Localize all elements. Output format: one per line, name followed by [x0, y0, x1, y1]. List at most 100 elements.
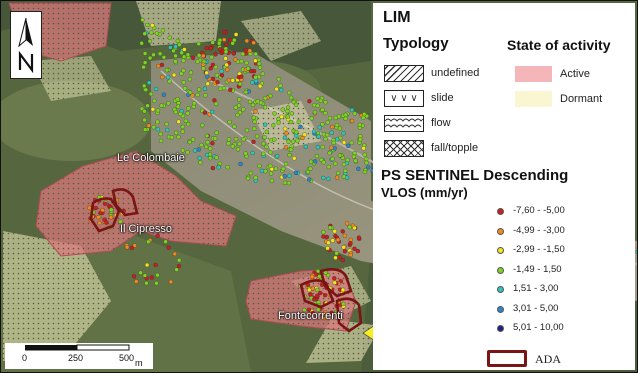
ps-point: [298, 124, 303, 129]
ps-class-label: -2,99 - -1,50: [513, 244, 565, 255]
ps-point: [212, 98, 217, 103]
ps-point: [235, 147, 241, 152]
ps-point: [173, 109, 178, 115]
ps-point: [239, 59, 244, 64]
ps-point: [132, 243, 137, 248]
ps-point: [349, 107, 355, 113]
typology-title: Typology: [383, 35, 449, 52]
ps-point: [161, 55, 167, 60]
ps-point: [187, 90, 193, 95]
ps-point: [131, 274, 137, 279]
ps-point: [289, 111, 294, 116]
ps-point: [219, 69, 224, 74]
ps-point: [213, 64, 218, 70]
ps-point: [102, 201, 108, 206]
ps-point: [165, 127, 170, 133]
ps-point: [253, 75, 258, 80]
ps-point: [142, 60, 148, 65]
ps-point: [182, 47, 187, 52]
ps-point: [345, 157, 350, 163]
ps-point: [145, 103, 150, 108]
ps-point: [142, 117, 147, 123]
ps-point: [257, 163, 262, 169]
ps-point: [252, 126, 257, 131]
ps-point: [204, 45, 209, 51]
ps-point: [151, 52, 156, 57]
ps-point: [268, 150, 273, 155]
ps-point: [230, 144, 235, 149]
ps-point: [201, 62, 206, 67]
ps-point: [294, 129, 299, 135]
ps-point: [326, 176, 331, 181]
ps-point: [138, 270, 143, 275]
state-swatch-active: [515, 66, 552, 82]
ps-point: [307, 99, 312, 104]
ps-point: [143, 87, 148, 92]
ps-point: [146, 123, 151, 128]
ps-point: [180, 129, 185, 134]
ps-point: [219, 73, 225, 78]
ps-point: [223, 56, 228, 61]
ps-point: [281, 166, 286, 171]
ps-point: [181, 54, 187, 59]
ps-point: [362, 169, 368, 175]
ps-point: [181, 80, 186, 85]
ps-point: [210, 62, 216, 68]
ps-point: [227, 119, 232, 125]
ps-point: [175, 38, 180, 44]
north-arrow-icon: [10, 11, 42, 79]
ps-point: [241, 137, 246, 142]
ps-point: [346, 143, 351, 148]
ada-swatch: [487, 350, 527, 367]
ps-point: [329, 130, 334, 135]
ps-point: [253, 51, 258, 57]
ps-point: [169, 135, 174, 140]
ps-point: [109, 207, 114, 212]
ps-point: [181, 58, 186, 63]
ps-point: [262, 135, 267, 140]
ps-point: [273, 166, 279, 171]
typology-swatch-flow: [384, 115, 424, 132]
ps-point: [144, 280, 149, 286]
state-label-dormant: Dormant: [560, 93, 603, 105]
place-label-il-cipresso: Il Cipresso: [120, 223, 172, 235]
ps-point: [285, 114, 290, 119]
ps-point: [315, 293, 320, 298]
ps-class-label: 5,01 - 10,00: [513, 322, 564, 333]
ps-point: [190, 137, 196, 142]
ps-point: [209, 55, 214, 60]
ps-point: [275, 154, 280, 159]
ada-areas: [89, 188, 363, 333]
ps-point: [357, 122, 362, 127]
ps-point: [356, 166, 361, 171]
ps-point: [321, 230, 326, 235]
ps-point: [97, 220, 102, 226]
ps-point: [325, 246, 330, 251]
ps-point: [333, 115, 338, 121]
ps-point: [282, 180, 288, 185]
ps-point: [223, 49, 229, 54]
ps-point: [287, 90, 292, 95]
ps-point: [139, 41, 144, 46]
ps-point: [283, 144, 289, 150]
lim-legend: LIM Typology State of activity undefined…: [373, 3, 635, 163]
ps-point: [232, 124, 237, 129]
ps-point: [156, 63, 161, 69]
ps-point: [316, 307, 321, 312]
ps-point: [226, 137, 232, 142]
ps-point: [180, 148, 186, 153]
ps-point: [196, 41, 201, 46]
ps-point: [279, 114, 284, 119]
ps-point: [327, 150, 332, 156]
ps-point: [218, 47, 223, 52]
ps-point: [287, 173, 292, 178]
ps-point: [143, 127, 148, 132]
ps-point: [221, 86, 227, 91]
ps-point: [320, 122, 325, 127]
ps-point: [228, 87, 233, 92]
ps-point: [150, 107, 156, 112]
ps-point: [313, 159, 318, 164]
ps-point: [341, 140, 347, 145]
ps-point: [341, 245, 346, 250]
